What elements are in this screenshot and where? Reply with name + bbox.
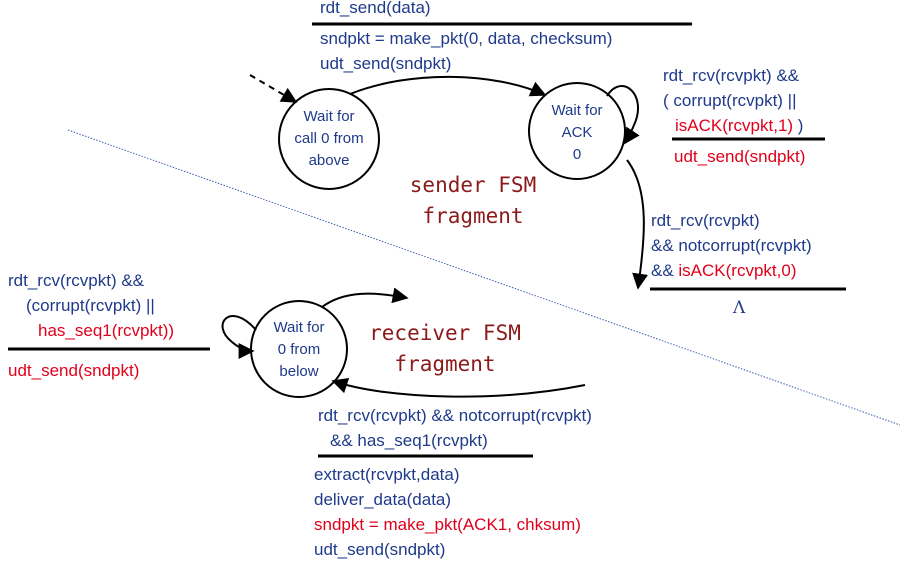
resend-isack1: isACK(rcvpkt,1) xyxy=(675,116,794,135)
resend-action: udt_send(sndpkt) xyxy=(674,147,806,166)
deliver-action-deliver: deliver_data(data) xyxy=(314,490,452,509)
deliver-event-line1: rdt_rcv(rcvpkt) && notcorrupt(rcvpkt) xyxy=(318,406,592,425)
arrow-receiver-in xyxy=(331,377,586,398)
send-action-make-pkt: sndpkt = make_pkt(0, data, checksum) xyxy=(320,29,613,48)
arrow-ack-self-loop xyxy=(606,85,640,145)
ack-isack0: isACK(rcvpkt,0) xyxy=(678,261,797,280)
ack-action-lambda: Λ xyxy=(733,298,746,318)
ack-event-line2: && notcorrupt(rcvpkt) xyxy=(651,236,812,255)
dup-event-line2: (corrupt(rcvpkt) || xyxy=(26,296,155,315)
state-wait-0-below-label: Wait for 0 from below xyxy=(273,319,325,380)
deliver-action-make-pkt: sndpkt = make_pkt(ACK1, chksum) xyxy=(314,515,581,534)
resend-event-line3: isACK(rcvpkt,1) ) xyxy=(675,116,804,135)
send-action-udt-send: udt_send(sndpkt) xyxy=(320,54,452,73)
dup-action: udt_send(sndpkt) xyxy=(8,361,140,380)
divider-line xyxy=(67,129,901,426)
arrow-receiver-self-loop xyxy=(221,315,257,359)
arrow-call-to-ack xyxy=(349,75,547,97)
deliver-action-udt-send: udt_send(sndpkt) xyxy=(314,540,446,559)
send-event: rdt_send(data) xyxy=(320,0,431,17)
ack-event-line3: && isACK(rcvpkt,0) xyxy=(651,261,797,280)
state-wait-call-0-label: Wait for call 0 from above xyxy=(294,108,364,169)
dup-event-line3: has_seq1(rcvpkt)) xyxy=(38,321,175,340)
arrow-receiver-out xyxy=(321,287,409,308)
resend-event-line1: rdt_rcv(rcvpkt) && xyxy=(663,66,800,85)
receiver-fsm-title: receiver FSM fragment xyxy=(369,321,521,376)
ack-event-line1: rdt_rcv(rcvpkt) xyxy=(651,211,760,230)
deliver-action-extract: extract(rcvpkt,data) xyxy=(314,465,460,484)
initial-arrow xyxy=(249,74,298,103)
deliver-event-line2: && has_seq1(rcvpkt) xyxy=(330,431,488,450)
resend-event-line2: ( corrupt(rcvpkt) || xyxy=(663,91,797,110)
arrow-ack-to-next xyxy=(626,159,648,290)
state-wait-ack-0-label: Wait for ACK 0 xyxy=(551,102,603,163)
dup-event-line1: rdt_rcv(rcvpkt) && xyxy=(8,271,145,290)
state-wait-call-0-circle xyxy=(278,88,380,190)
sender-fsm-title: sender FSM fragment xyxy=(409,173,537,228)
